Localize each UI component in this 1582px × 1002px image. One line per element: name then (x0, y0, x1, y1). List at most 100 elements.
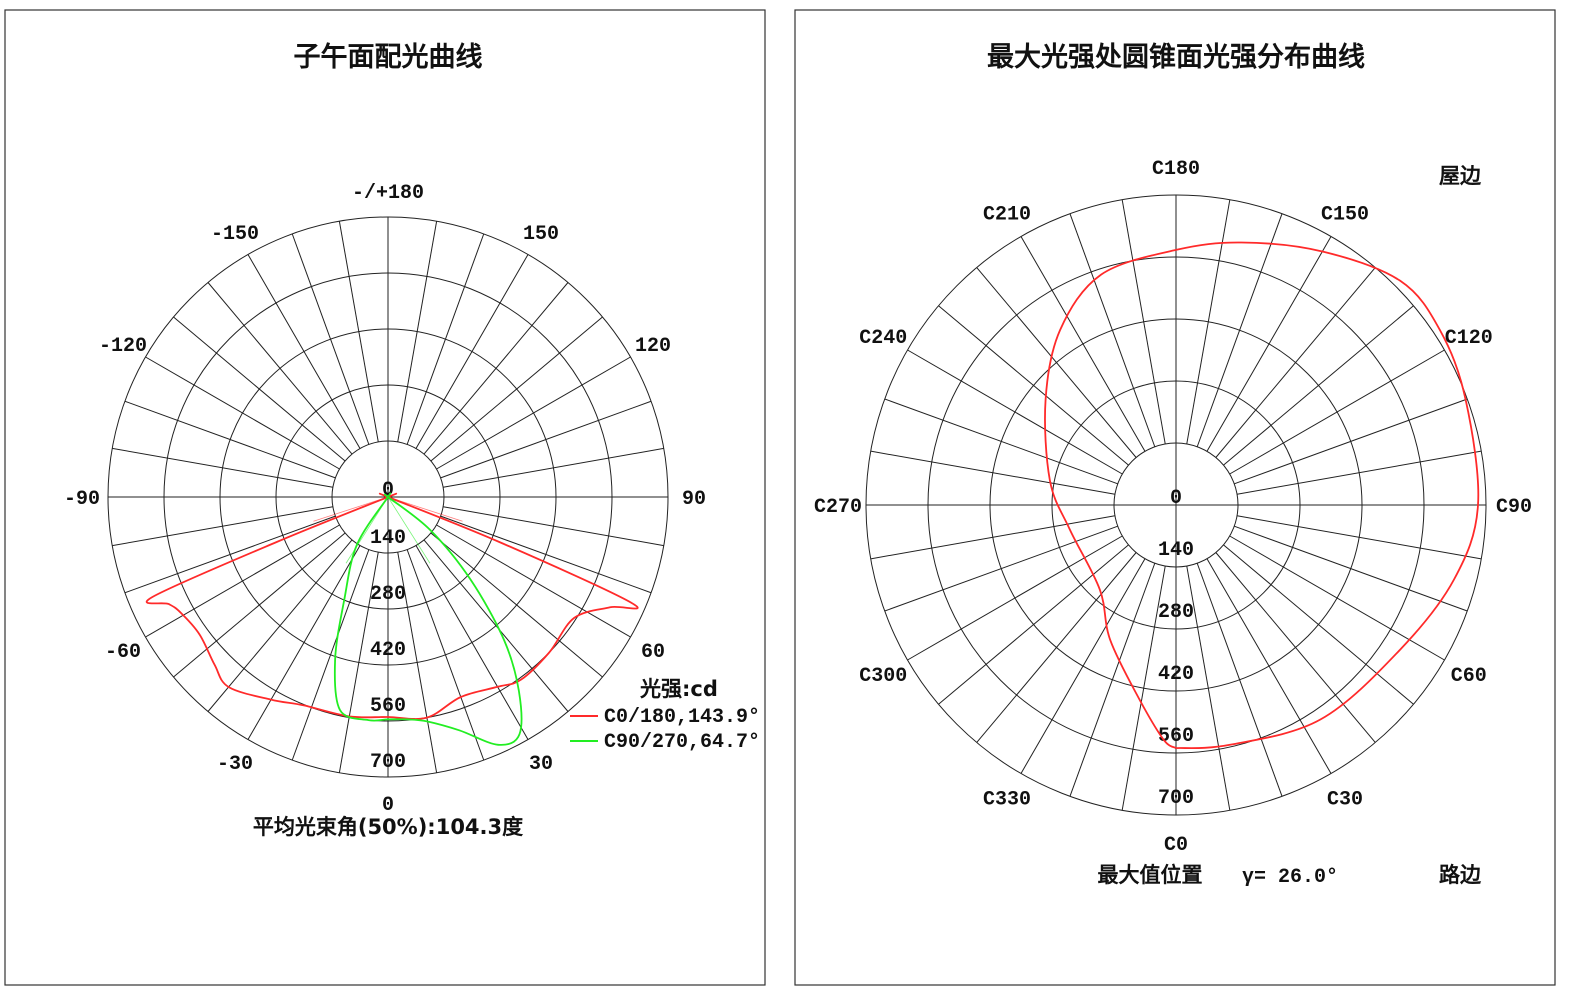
grid-spoke (938, 544, 1129, 705)
grid-spoke (1186, 199, 1231, 445)
angle-tick-label: -60 (105, 641, 141, 664)
grid-spoke (173, 316, 346, 462)
grid-spoke (207, 539, 353, 712)
left-panel-frame (4, 9, 766, 986)
house-side-label: 屋边 (1439, 164, 1482, 188)
grid-spoke (1121, 565, 1166, 811)
angle-tick-label: C300 (859, 665, 907, 688)
cone-polar-chart: 0140280420560700C0C30C60C90C120C150C180C… (814, 158, 1532, 857)
radial-tick-label: 0 (1170, 487, 1182, 510)
angle-tick-label: 90 (682, 488, 706, 511)
grid-spoke (338, 221, 379, 442)
grid-spoke (440, 515, 652, 594)
series-curve-1 (333, 492, 523, 746)
grid-spoke (338, 552, 379, 773)
grid-spoke (1229, 535, 1445, 661)
road-side-label: 路边 (1439, 863, 1482, 887)
grid-spoke (415, 545, 529, 740)
grid-spoke (443, 506, 664, 547)
grid-spoke (247, 545, 361, 740)
grid-spoke (415, 254, 529, 449)
grid-spoke (1020, 236, 1146, 452)
grid-spoke (1196, 563, 1283, 797)
beam-angle-line (387, 496, 431, 564)
grid-spoke (870, 515, 1116, 560)
angle-tick-label: C0 (1164, 834, 1188, 857)
grid-spoke (907, 349, 1123, 475)
grid-spoke (1229, 349, 1445, 475)
angle-tick-label: 60 (641, 641, 665, 664)
grid-spoke (1223, 544, 1414, 705)
grid-spoke (1186, 565, 1231, 811)
grid-spoke (440, 400, 652, 479)
grid-spoke (124, 515, 336, 594)
left-chart-title: 子午面配光曲线 (294, 41, 483, 73)
grid-spoke (291, 233, 370, 445)
angle-tick-label: -/+180 (352, 182, 424, 205)
beam-angle-footer: 平均光束角(50%):104.3度 (253, 815, 523, 839)
grid-spoke (207, 282, 353, 455)
grid-spoke (1236, 450, 1482, 495)
angle-tick-label: C120 (1445, 327, 1493, 350)
radial-tick-label: 420 (1158, 663, 1194, 686)
grid-spoke (1234, 398, 1468, 485)
grid-spoke (1215, 552, 1376, 743)
angle-tick-label: C150 (1321, 203, 1369, 226)
angle-tick-label: 120 (635, 335, 671, 358)
grid-spoke (1069, 563, 1156, 797)
grid-spoke (406, 549, 485, 761)
angle-tick-label: C180 (1152, 158, 1200, 181)
grid-spoke (976, 267, 1137, 458)
angle-tick-label: C330 (983, 789, 1031, 812)
grid-spoke (124, 400, 336, 479)
angle-tick-label: 0 (382, 794, 394, 817)
grid-spoke (397, 221, 438, 442)
radial-tick-label: 560 (1158, 725, 1194, 748)
grid-spoke (430, 316, 603, 462)
angle-tick-label: C240 (859, 327, 907, 350)
radial-tick-label: 140 (370, 527, 406, 550)
series-curve-0 (145, 492, 639, 720)
grid-spoke (397, 552, 438, 773)
radial-tick-label: 560 (370, 695, 406, 718)
angle-tick-label: -90 (64, 488, 100, 511)
angle-tick-label: C30 (1327, 789, 1363, 812)
grid-spoke (406, 233, 485, 445)
grid-spoke (907, 535, 1123, 661)
grid-spoke (423, 282, 569, 455)
angle-tick-label: -150 (211, 223, 259, 246)
grid-spoke (436, 356, 631, 470)
grid-spoke (1196, 213, 1283, 447)
angle-tick-label: C270 (814, 496, 862, 519)
grid-spoke (884, 525, 1118, 612)
radial-tick-label: 700 (370, 751, 406, 774)
right-chart-title: 最大光强处圆锥面光强分布曲线 (987, 42, 1365, 73)
grid-spoke (436, 524, 631, 638)
grid-spoke (1236, 515, 1482, 560)
grid-spoke (423, 539, 569, 712)
angle-tick-label: C90 (1496, 496, 1532, 519)
right-panel-frame (794, 9, 1556, 986)
grid-spoke (247, 254, 361, 449)
radial-tick-label: 700 (1158, 787, 1194, 810)
grid-spoke (145, 524, 340, 638)
legend-label-c90-270: C90/270,64.7° (604, 731, 760, 754)
angle-tick-label: C210 (983, 203, 1031, 226)
grid-spoke (938, 305, 1129, 466)
grid-spoke (976, 552, 1137, 743)
grid-spoke (1215, 267, 1376, 458)
meridian-polar-chart: 01402804205607000306090120150-/+180-150-… (64, 182, 706, 817)
grid-spoke (1206, 236, 1332, 452)
angle-tick-label: 30 (529, 753, 553, 776)
legend-label-c0-180: C0/180,143.9° (604, 706, 760, 729)
angle-tick-label: 150 (523, 223, 559, 246)
grid-spoke (430, 532, 603, 678)
max-position-label: 最大值位置 (1098, 863, 1203, 887)
grid-spoke (1069, 213, 1156, 447)
radial-tick-label: 280 (370, 583, 406, 606)
grid-spoke (1020, 558, 1146, 774)
radial-tick-label: 140 (1158, 539, 1194, 562)
grid-spoke (1223, 305, 1414, 466)
grid-spoke (145, 356, 340, 470)
grid-spoke (1206, 558, 1332, 774)
